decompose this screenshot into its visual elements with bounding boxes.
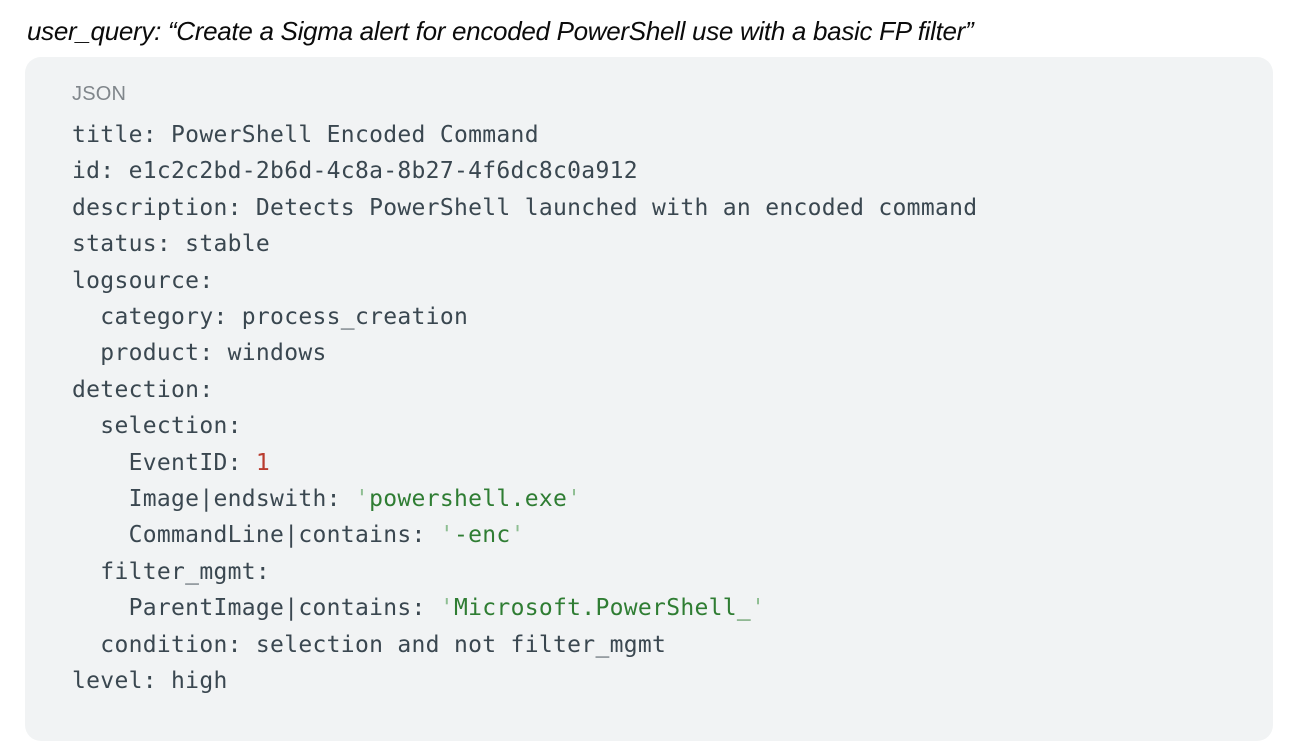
- code-token-plain: category: process_creation: [72, 304, 469, 331]
- code-token-quote: ': [439, 595, 454, 622]
- code-token-plain: detection:: [72, 376, 214, 403]
- code-token-quote: ': [510, 522, 525, 549]
- code-line: CommandLine|contains: '-enc': [72, 517, 1233, 553]
- code-line: product: windows: [72, 335, 1233, 371]
- code-line: title: PowerShell Encoded Command: [72, 117, 1233, 153]
- code-token-plain: EventID:: [72, 449, 256, 476]
- code-line: selection:: [72, 408, 1233, 444]
- code-line: Image|endswith: 'powershell.exe': [72, 481, 1233, 517]
- code-token-plain: logsource:: [72, 267, 214, 294]
- code-token-string: Microsoft.PowerShell_: [453, 595, 752, 622]
- code-token-number: 1: [255, 449, 271, 476]
- code-token-plain: id: e1c2c2bd-2b6d-4c8a-8b27-4f6dc8c0a912: [72, 158, 638, 185]
- code-line: EventID: 1: [72, 445, 1233, 481]
- sigma-rule-code: title: PowerShell Encoded Command id: e1c…: [72, 117, 1233, 700]
- code-token-plain: ParentImage|contains:: [72, 595, 440, 622]
- code-block: JSON title: PowerShell Encoded Command id…: [25, 57, 1273, 741]
- code-token-plain: selection:: [72, 413, 242, 440]
- code-token-quote: ': [751, 595, 766, 622]
- code-token-plain: level: high: [72, 668, 228, 695]
- user-query-text: user_query: “Create a Sigma alert for en…: [27, 16, 974, 46]
- code-token-quote: ': [439, 522, 454, 549]
- code-token-plain: product: windows: [72, 340, 327, 367]
- code-line: logsource:: [72, 263, 1233, 299]
- code-line: detection:: [72, 372, 1233, 408]
- code-line: description: Detects PowerShell launched…: [72, 190, 1233, 226]
- code-token-plain: title: PowerShell Encoded Command: [72, 122, 539, 148]
- code-token-plain: filter_mgmt:: [72, 558, 271, 585]
- code-token-quote: ': [354, 486, 370, 513]
- code-token-plain: CommandLine|contains:: [72, 522, 440, 549]
- code-line: condition: selection and not filter_mgmt: [72, 627, 1233, 663]
- code-line: filter_mgmt:: [72, 554, 1233, 590]
- code-token-plain: condition: selection and not filter_mgmt: [72, 631, 667, 658]
- code-language-label: JSON: [72, 83, 127, 105]
- code-token-plain: status: stable: [72, 231, 271, 258]
- code-line: ParentImage|contains: 'Microsoft.PowerSh…: [72, 590, 1233, 626]
- code-token-plain: description: Detects PowerShell launched…: [72, 194, 978, 221]
- code-line: status: stable: [72, 226, 1233, 262]
- code-token-plain: Image|endswith:: [72, 486, 355, 513]
- code-token-string: powershell.exe: [369, 486, 568, 513]
- code-token-quote: ': [567, 486, 582, 513]
- code-token-string: -enc: [453, 522, 511, 549]
- code-line: category: process_creation: [72, 299, 1233, 335]
- code-line: id: e1c2c2bd-2b6d-4c8a-8b27-4f6dc8c0a912: [72, 153, 1233, 189]
- code-line: level: high: [72, 663, 1233, 699]
